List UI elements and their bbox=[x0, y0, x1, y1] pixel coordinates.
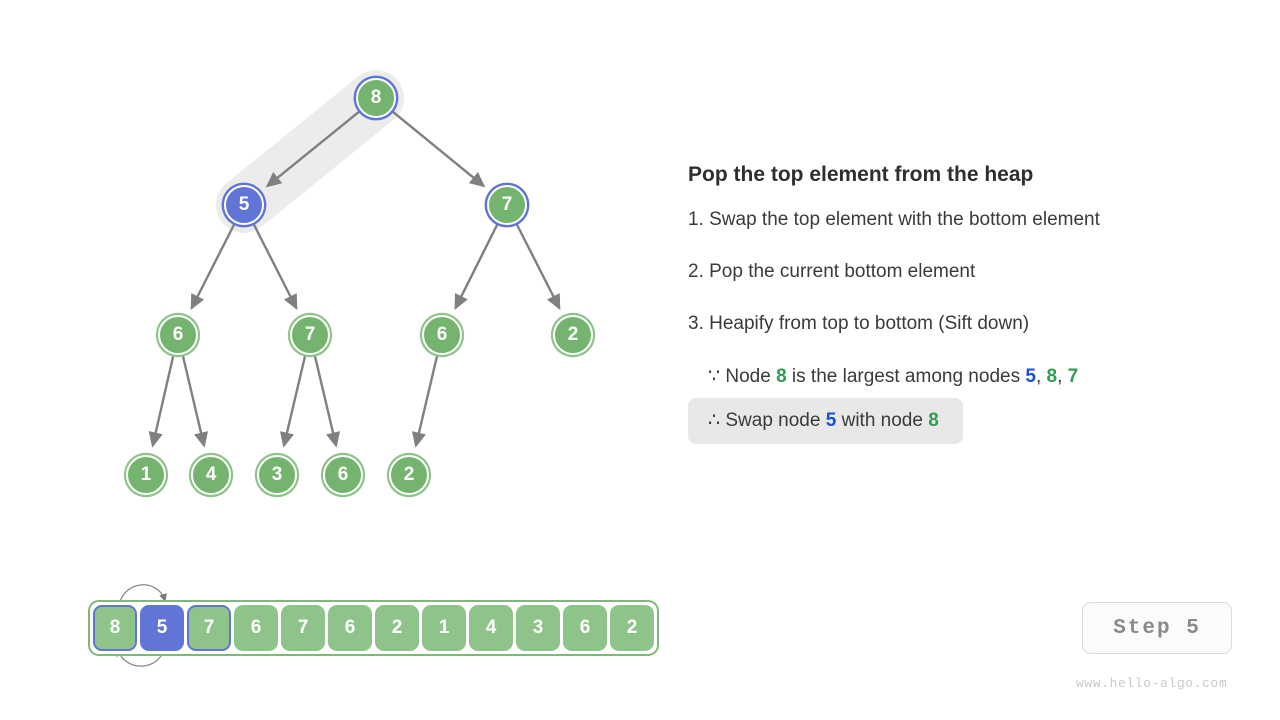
tree-edge-9 bbox=[313, 356, 341, 448]
conclusion-prefix: ∴ Swap node bbox=[708, 410, 826, 431]
tree-node-value: 8 bbox=[370, 87, 382, 108]
tree-node-value: 6 bbox=[172, 324, 184, 345]
tree-node-7: 1 bbox=[126, 455, 166, 495]
tree-node-2: 7 bbox=[487, 185, 527, 225]
step-1-text: 1. Swap the top element with the bottom … bbox=[688, 209, 1100, 230]
binary-heap-tree: 8 5 7 6 7 6 2 1 4 3 6 2 bbox=[0, 0, 680, 540]
tree-node-value: 7 bbox=[501, 194, 513, 215]
array-cell-value: 6 bbox=[250, 617, 262, 638]
array-cell-0: 8 bbox=[93, 605, 137, 651]
reason-sep-0: , bbox=[1035, 366, 1047, 387]
array-cell-value: 8 bbox=[109, 617, 121, 638]
array-cell-11: 2 bbox=[610, 605, 654, 651]
array-cell-value: 6 bbox=[579, 617, 591, 638]
tree-node-value: 6 bbox=[436, 324, 448, 345]
tree-node-8: 4 bbox=[191, 455, 231, 495]
conclusion-to-value: 8 bbox=[928, 410, 939, 431]
tree-node-value: 1 bbox=[140, 464, 152, 485]
reason-candidate-1: 8 bbox=[1046, 366, 1058, 387]
reason-text: ∵ Node 8 is the largest among nodes 5, 8… bbox=[688, 362, 1248, 392]
array-cell-8: 4 bbox=[469, 605, 513, 651]
tree-node-9: 3 bbox=[257, 455, 297, 495]
tree-edge-6 bbox=[148, 356, 175, 448]
tree-node-1: 5 bbox=[224, 185, 264, 225]
array-cell-6: 2 bbox=[375, 605, 419, 651]
array-cell-value: 2 bbox=[626, 617, 638, 638]
tree-node-10: 6 bbox=[323, 455, 363, 495]
array-cell-value: 1 bbox=[438, 617, 450, 638]
array-cell-value: 2 bbox=[391, 617, 403, 638]
array-cell-value: 6 bbox=[344, 617, 356, 638]
tree-edge-0 bbox=[265, 110, 360, 188]
tree-node-4: 7 bbox=[290, 315, 330, 355]
array-cell-10: 6 bbox=[563, 605, 607, 651]
tree-node-3: 6 bbox=[158, 315, 198, 355]
array-cell-value: 7 bbox=[203, 617, 215, 638]
tree-edge-7 bbox=[181, 356, 209, 448]
array-cell-2: 7 bbox=[187, 605, 231, 651]
tree-edge-4 bbox=[454, 224, 499, 310]
step-3-text: 3. Heapify from top to bottom (Sift down… bbox=[688, 313, 1030, 334]
array-cell-1: 5 bbox=[140, 605, 184, 651]
watermark: www.hello-algo.com bbox=[1076, 676, 1228, 691]
reason-sep-1: , bbox=[1057, 366, 1068, 387]
reason-middle: is the largest among nodes bbox=[786, 366, 1026, 387]
reason-node-value: 8 bbox=[776, 366, 787, 387]
tree-node-value: 4 bbox=[205, 464, 217, 485]
conclusion-text: ∴ Swap node 5 with node 8 bbox=[688, 398, 963, 444]
tree-node-6: 2 bbox=[553, 315, 593, 355]
tree-node-value: 5 bbox=[238, 194, 250, 215]
tree-node-5: 6 bbox=[422, 315, 462, 355]
tree-edge-group bbox=[148, 110, 561, 448]
array-cell-4: 7 bbox=[281, 605, 325, 651]
tree-edges-layer bbox=[148, 70, 561, 448]
reason-candidate-2: 7 bbox=[1067, 366, 1079, 387]
tree-edge-5 bbox=[515, 224, 561, 310]
conclusion-from-value: 5 bbox=[825, 410, 837, 431]
tree-edge-10 bbox=[411, 356, 439, 448]
tree-node-0: 8 bbox=[356, 78, 396, 118]
tree-node-value: 2 bbox=[567, 324, 579, 345]
step-2-text: 2. Pop the current bottom element bbox=[688, 261, 976, 282]
status-badge: Step 5 bbox=[1082, 602, 1232, 654]
tree-edge-1 bbox=[392, 110, 486, 188]
reason-candidate-0: 5 bbox=[1025, 366, 1036, 387]
tree-node-value: 7 bbox=[304, 324, 316, 345]
heap-array: 8 5 7 6 7 6 2 1 4 3 6 2 bbox=[88, 600, 659, 656]
array-cell-value: 5 bbox=[156, 617, 168, 638]
array-cell-5: 6 bbox=[328, 605, 372, 651]
tree-node-value: 6 bbox=[337, 464, 349, 485]
tree-edge-8 bbox=[279, 356, 307, 448]
reason-prefix: ∵ Node bbox=[708, 366, 777, 387]
tree-node-value: 2 bbox=[403, 464, 415, 485]
array-cell-3: 6 bbox=[234, 605, 278, 651]
array-cell-value: 4 bbox=[485, 617, 497, 638]
explanation-panel: Pop the top element from the heap 1. Swa… bbox=[688, 160, 1248, 444]
array-cell-7: 1 bbox=[422, 605, 466, 651]
conclusion-middle: with node bbox=[836, 410, 929, 431]
array-cell-value: 7 bbox=[297, 617, 309, 638]
array-cell-9: 3 bbox=[516, 605, 560, 651]
tree-edge-2 bbox=[190, 224, 236, 310]
tree-node-11: 2 bbox=[389, 455, 429, 495]
page-title: Pop the top element from the heap bbox=[688, 163, 1034, 186]
tree-edge-3 bbox=[252, 224, 298, 310]
array-cell-value: 3 bbox=[532, 617, 544, 638]
tree-node-value: 3 bbox=[271, 464, 283, 485]
